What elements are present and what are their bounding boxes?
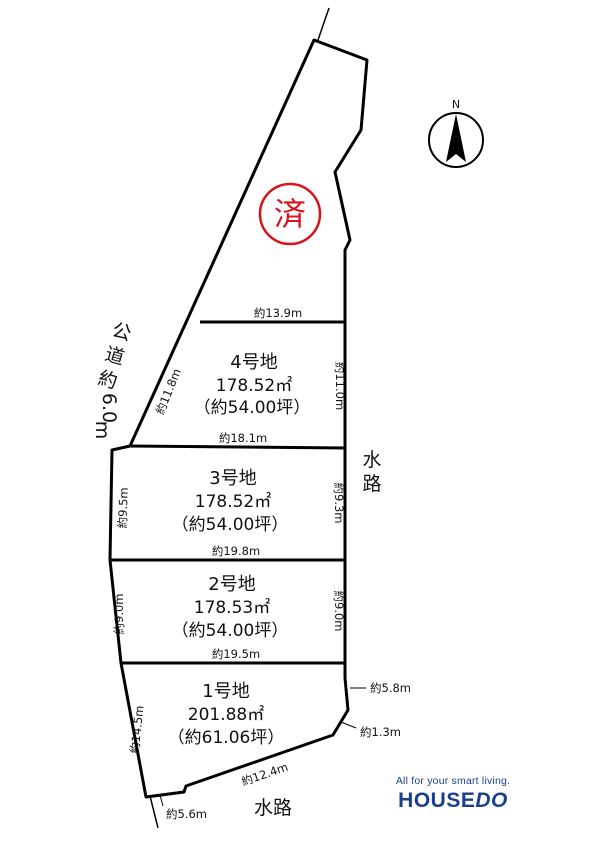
lot-4-tsubo: （約54.00坪） bbox=[194, 398, 311, 418]
brand-block: All for your smart living. HOUSEDO bbox=[368, 775, 538, 813]
lot-4-area: 178.52㎡ bbox=[216, 376, 292, 396]
lot-2-tsubo: （約54.00坪） bbox=[172, 621, 289, 641]
lot-3-area: 178.52㎡ bbox=[195, 492, 271, 512]
dim-top-width: 約13.9m bbox=[254, 306, 302, 320]
plat-boundary bbox=[108, 38, 369, 799]
road-label-char-1: 公 bbox=[109, 319, 133, 345]
dim-lot3-right: 約9.3m bbox=[332, 483, 346, 524]
north-arrow-icon: N bbox=[428, 98, 484, 168]
sold-stamp-char: 済 bbox=[274, 195, 306, 233]
corner-tick bbox=[159, 794, 164, 807]
dim-lot4-left: 約11.8m bbox=[153, 366, 184, 416]
road-label-char-3: 約 bbox=[95, 367, 119, 393]
lot-3-tsubo: （約54.00坪） bbox=[172, 515, 289, 535]
road-label-char-2: 道 bbox=[102, 343, 126, 369]
lot-2-title: 2号地 bbox=[208, 574, 255, 595]
lot-4-title: 4号地 bbox=[230, 352, 277, 373]
road-edge-line bbox=[317, 7, 330, 41]
lot-1-tsubo: （約61.06坪） bbox=[168, 728, 285, 748]
lot-1-title: 1号地 bbox=[202, 681, 249, 702]
road-edge-line-bottom bbox=[149, 795, 159, 829]
dim-lot2-bottom: 約19.5m bbox=[212, 647, 260, 661]
brand-logo-house: HOUSE bbox=[398, 789, 476, 812]
lot-3-title: 3号地 bbox=[209, 468, 256, 489]
dim-lot2-right: 約9.0m bbox=[332, 591, 346, 632]
brand-logo-do: DO bbox=[475, 789, 508, 812]
brand-tagline: All for your smart living. bbox=[395, 775, 511, 787]
dim-lot4-bottom: 約18.1m bbox=[219, 431, 267, 445]
waterway-right-char-2: 路 bbox=[362, 473, 381, 495]
dim-lot4-right: 約11.0m bbox=[333, 362, 347, 410]
dim-lot3-left: 約9.5m bbox=[115, 487, 130, 528]
dim-lot1-left: 約14.5m bbox=[128, 705, 147, 755]
road-width-number: 6.0 bbox=[98, 393, 120, 423]
dim-lot2-left: 約9.0m bbox=[112, 594, 126, 635]
dim-lot1-right-b: 約1.3m bbox=[360, 725, 401, 739]
dim-lot1-corner: 約5.6m bbox=[166, 807, 207, 821]
dim-lot1-right-a: 約5.8m bbox=[370, 681, 411, 695]
division-line-3-4 bbox=[129, 444, 346, 450]
road-width-unit: m bbox=[91, 421, 113, 440]
sold-stamp: 済 bbox=[258, 182, 322, 246]
waterway-bottom-label: 水路 bbox=[254, 797, 292, 819]
north-label: N bbox=[452, 98, 460, 111]
lot-1-area: 201.88㎡ bbox=[188, 705, 264, 725]
dim-lot3-bottom: 約19.8m bbox=[212, 544, 260, 558]
leader-line-1-3 bbox=[340, 721, 357, 729]
lot-2-area: 178.53㎡ bbox=[194, 598, 270, 618]
waterway-right-char-1: 水 bbox=[362, 449, 381, 471]
brand-logo: HOUSEDO bbox=[368, 789, 538, 813]
